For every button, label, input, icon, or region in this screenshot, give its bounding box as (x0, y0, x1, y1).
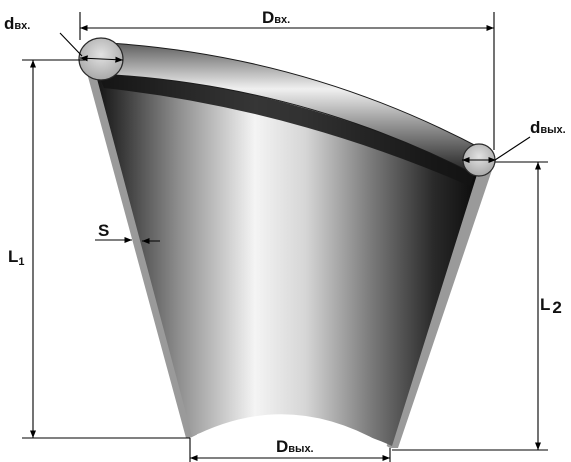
pipe-body (84, 41, 492, 462)
label-d-out: dвых. (530, 118, 566, 137)
label-D-in: Dвх. (262, 8, 290, 27)
d-in-leader (59, 32, 83, 57)
label-L1: L1 (8, 247, 25, 268)
label-S: S (98, 221, 109, 240)
label-D-out: Dвых. (276, 437, 314, 456)
pipe-surface (92, 60, 480, 446)
dimension-lines (22, 12, 548, 462)
bottom-opening (190, 414, 390, 462)
d-out-leader (494, 136, 531, 161)
d-in-dim-line (79, 55, 124, 63)
inner-band (96, 68, 476, 186)
label-d-in: dвх. (4, 14, 30, 33)
